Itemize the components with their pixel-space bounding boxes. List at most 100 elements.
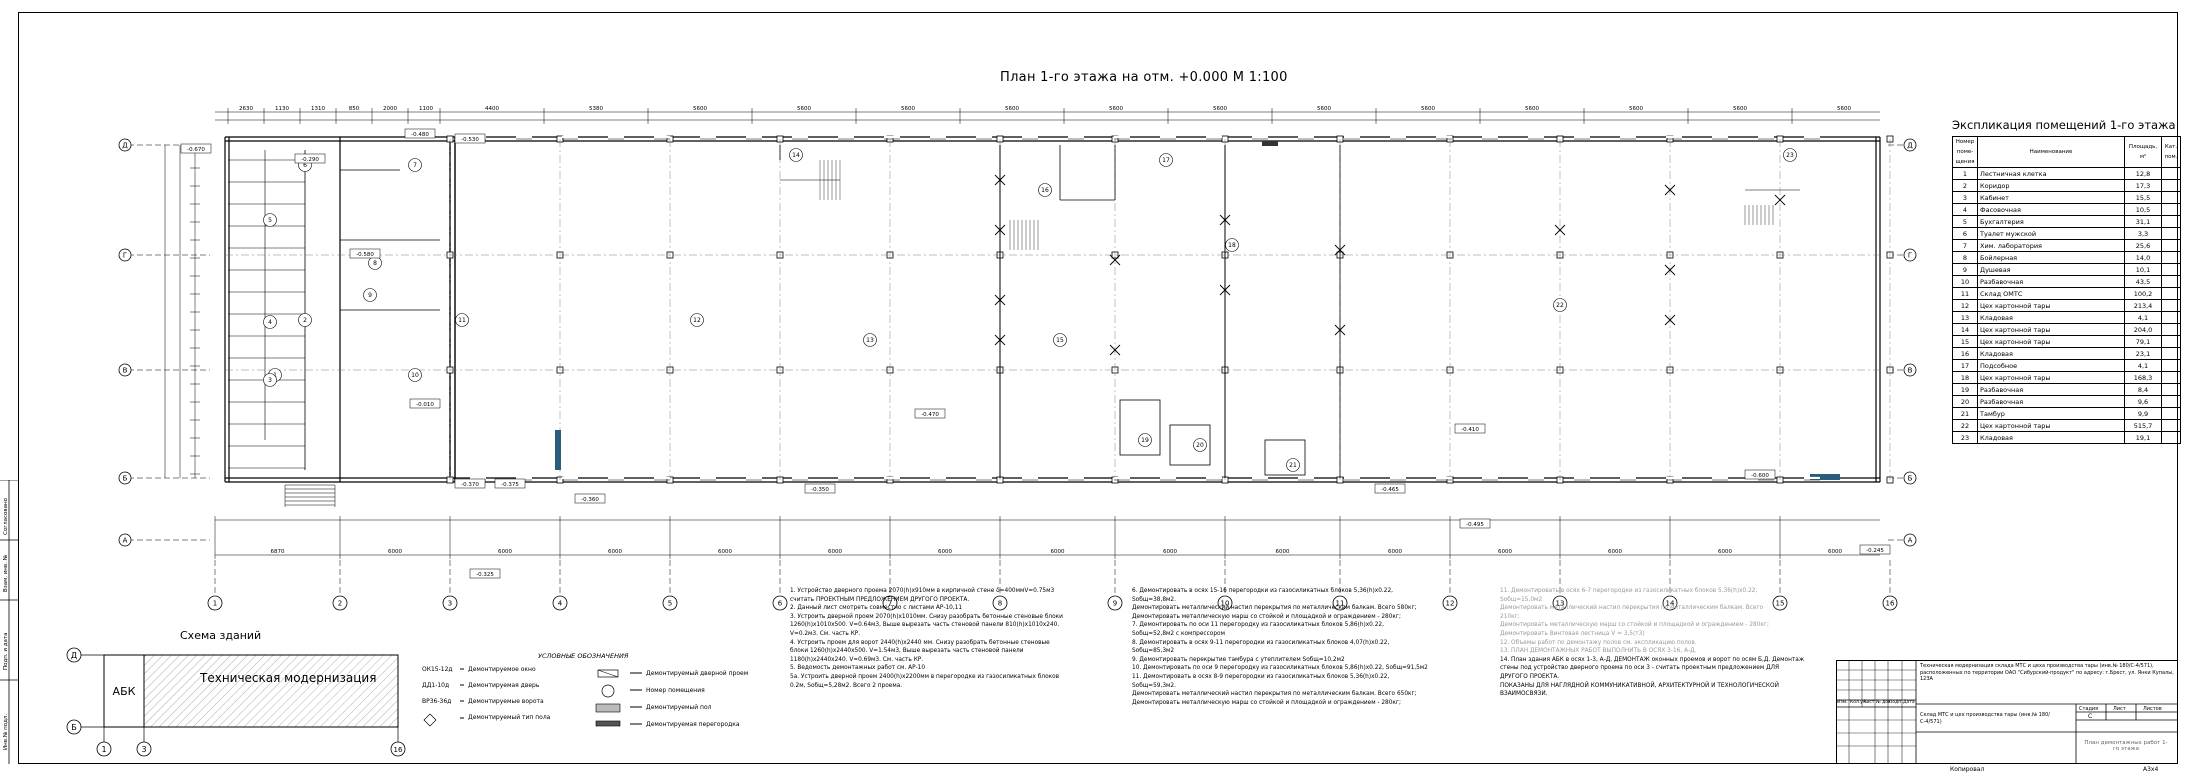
axis-bubble-number bbox=[662, 595, 678, 611]
room-number-bubble bbox=[455, 313, 469, 327]
legend-symbol-desc: Номер помещения bbox=[646, 687, 705, 694]
room-area: 12,8 bbox=[2124, 167, 2162, 180]
room-number: 11 bbox=[1952, 287, 1978, 300]
stamp-column-label: Подп. bbox=[1889, 700, 1903, 705]
room-category bbox=[2161, 275, 2181, 288]
legend-desc: Демонтируемая дверь bbox=[468, 682, 540, 689]
room-category bbox=[2161, 395, 2181, 408]
room-category bbox=[2161, 383, 2181, 396]
room-number-bubble bbox=[1193, 438, 1207, 452]
axis-letter: В bbox=[1908, 366, 1913, 374]
axis-number: 8 bbox=[998, 600, 1002, 608]
room-name: Кладовая bbox=[1977, 431, 2125, 444]
room-number: 13 bbox=[866, 337, 874, 344]
elevation-mark: -0.370 bbox=[461, 482, 479, 488]
legend-symbol-desc: Демонтируемый пол bbox=[646, 704, 712, 711]
axis-number: 15 bbox=[1776, 600, 1785, 608]
header-area: Площадь, м² bbox=[2124, 136, 2162, 168]
elevation-mark: -0.465 bbox=[1381, 487, 1399, 493]
dimension-value: 5600 bbox=[1109, 106, 1123, 112]
room-category bbox=[2161, 371, 2181, 384]
room-number: 10 bbox=[1952, 275, 1978, 288]
note-line: 210кг; bbox=[1500, 613, 1520, 620]
demolish-mark bbox=[1774, 194, 1786, 206]
stamp-sheets-label: Листов bbox=[2143, 706, 2162, 712]
elevation-mark-box bbox=[494, 478, 526, 489]
note-line: ДРУГОГО ПРОЕКТА. bbox=[1500, 673, 1560, 680]
demolish-mark bbox=[1664, 184, 1676, 196]
axis-bubble-letter bbox=[1903, 471, 1917, 485]
note-line: 12. Объемы работ по демонтажу полов см. … bbox=[1500, 639, 1697, 646]
side-label-inv: Инв.№ подл. bbox=[3, 714, 9, 750]
axis-number: 13 bbox=[1556, 600, 1565, 608]
legend-code: ВР36-36д bbox=[422, 698, 452, 705]
dimension-value: 6000 bbox=[388, 549, 402, 555]
stamp-stage-label: Стадия bbox=[2079, 706, 2099, 712]
room-name: Цех картонной тары bbox=[1977, 419, 2125, 432]
dimension-value: 5600 bbox=[1525, 106, 1539, 112]
elevation-mark-box bbox=[180, 143, 212, 154]
note-line: Демонтировать Винтовая лестница V = 3,5(… bbox=[1500, 630, 1645, 637]
room-name: Кладовая bbox=[1977, 347, 2125, 360]
axis-letter: Г bbox=[1908, 251, 1912, 259]
room-category bbox=[2161, 179, 2181, 192]
room-name: Разбавочная bbox=[1977, 383, 2125, 396]
note-line: Демонтировать металлический настил перек… bbox=[1500, 605, 1764, 612]
note-line: Sобщ=52,8м2 с компрессором bbox=[1132, 630, 1225, 637]
room-category bbox=[2161, 191, 2181, 204]
axis-letter: В bbox=[123, 366, 128, 374]
elevation-mark-box bbox=[1744, 469, 1776, 480]
room-category bbox=[2161, 419, 2181, 432]
room-number-bubble bbox=[263, 315, 277, 329]
room-number-bubble bbox=[263, 373, 277, 387]
dimension-value: 5600 bbox=[901, 106, 915, 112]
axis-letter: А bbox=[1908, 536, 1913, 544]
schema-axis-1: 1 bbox=[101, 745, 106, 754]
room-number-bubble bbox=[1038, 183, 1052, 197]
axis-number: 7 bbox=[888, 600, 892, 608]
room-number-bubble bbox=[1159, 153, 1173, 167]
note-line: Sобщ=59,3м2. bbox=[1132, 682, 1176, 689]
room-number: 2 bbox=[303, 317, 307, 324]
stamp-sheet-title: План демонтажных работ 1-го этажа bbox=[2084, 740, 2168, 752]
axis-bubble-number bbox=[1442, 595, 1458, 611]
explication-header-row: Номер поме-щения Наименование Площадь, м… bbox=[1952, 136, 2181, 168]
legend-desc: Демонтируемый тип пола bbox=[468, 714, 551, 721]
dimension-value: 1100 bbox=[419, 106, 433, 112]
axis-bubble-number bbox=[1772, 595, 1788, 611]
room-number: 19 bbox=[1141, 437, 1149, 444]
room-name: Бухгалтерия bbox=[1977, 215, 2125, 228]
side-labels: Инв.№ подл. Подп. и дата Взам. инв. № Со… bbox=[0, 480, 18, 764]
copied-label: Копировал bbox=[1950, 766, 1985, 773]
room-area: 168,3 bbox=[2124, 371, 2162, 384]
dimension-value: 5600 bbox=[1629, 106, 1643, 112]
room-number-bubble bbox=[408, 368, 422, 382]
room-area: 10,1 bbox=[2124, 263, 2162, 276]
room-number: 9 bbox=[368, 292, 372, 299]
schema-axis-3: 3 bbox=[141, 745, 146, 754]
elevation-mark: -0.360 bbox=[581, 497, 599, 503]
room-number: 4 bbox=[1952, 203, 1978, 216]
room-number: 21 bbox=[1289, 462, 1297, 469]
room-area: 17,3 bbox=[2124, 179, 2162, 192]
legend-code: ДД1-10д bbox=[422, 682, 450, 689]
elevation-mark-box bbox=[1459, 518, 1491, 529]
elevation-mark-box bbox=[349, 248, 381, 259]
axis-number: 14 bbox=[1666, 600, 1675, 608]
side-label-vzam: Взам. инв. № bbox=[3, 554, 9, 592]
room-number: 15 bbox=[1952, 335, 1978, 348]
dimension-value: 5600 bbox=[1421, 106, 1435, 112]
room-number: 15 bbox=[1056, 337, 1064, 344]
axis-bubble-number bbox=[1552, 595, 1568, 611]
room-area: 4,1 bbox=[2124, 311, 2162, 324]
notes-column-3: 11. Демонтировать в осях 6-7 перегородки… bbox=[1500, 587, 1845, 699]
schema-axis-16: 16 bbox=[394, 746, 403, 754]
dimension-value: 6000 bbox=[1163, 549, 1177, 555]
room-category bbox=[2161, 287, 2181, 300]
room-number: 17 bbox=[1952, 359, 1978, 372]
note-line: считать ПРОЕКТНЫМ ПРЕДЛОЖЕНИЕМ ДРУГОГО П… bbox=[790, 596, 970, 603]
